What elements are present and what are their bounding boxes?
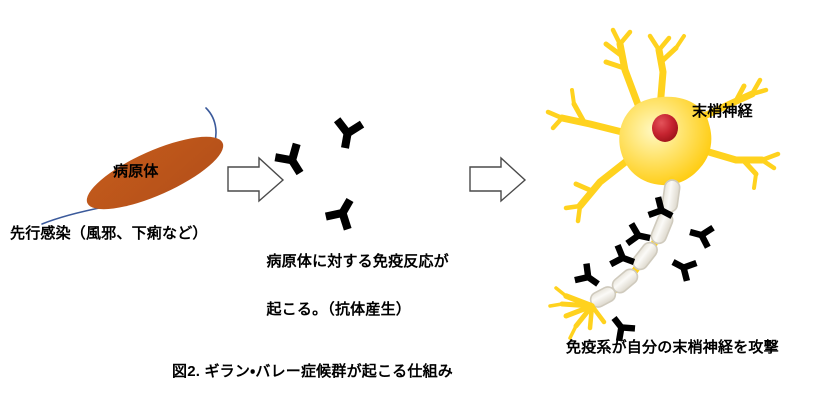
pathogen-group — [41, 107, 224, 225]
dendrites — [545, 27, 781, 224]
axon-terminal — [548, 286, 607, 340]
pathogen-body — [86, 136, 224, 210]
caption-immune-attack: 免疫系が自分の末梢神経を攻撃 — [566, 339, 779, 356]
figure-caption: 図2. ギラン・バレー症候群が起こる仕組み — [172, 363, 453, 380]
caption-immune-line2: 起こる。（抗体産生） — [266, 301, 411, 318]
arrow-immune-to-nerve — [469, 156, 527, 203]
caption-infection: 先行感染（風邪、下痢など） — [10, 225, 208, 242]
pathogen-label: 病原体 — [113, 163, 159, 180]
caption-immune-line1: 病原体に対する免疫反応が — [266, 253, 449, 270]
label-peripheral-nerve: 末梢神経 — [692, 103, 753, 120]
antibody-icon — [668, 253, 696, 281]
antibody-icon — [575, 264, 604, 293]
antibody-icon — [275, 144, 310, 180]
neuron-nucleus — [652, 114, 678, 142]
neuron-group — [545, 27, 781, 341]
antibody-cluster — [275, 120, 362, 229]
antibody-icon — [687, 222, 713, 247]
antibody-icon — [326, 194, 361, 230]
antibody-icon — [333, 120, 363, 150]
arrow-infection-to-immune — [227, 156, 285, 203]
axon-myelin-chain — [588, 176, 681, 310]
myelin-segment — [632, 241, 658, 271]
caption-immune-response: 病原体に対する免疫反応が 起こる。（抗体産生） — [249, 226, 449, 346]
